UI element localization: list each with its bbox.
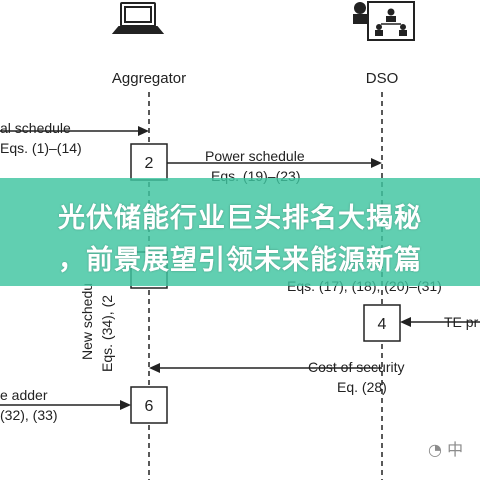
- te-label: TE pr: [444, 314, 479, 330]
- adder-arrowhead: [120, 400, 131, 410]
- left-schedule-eqs: Eqs. (1)–(14): [0, 140, 82, 156]
- cost-of-security-label: Cost of security: [308, 359, 404, 375]
- step-box-4: [363, 304, 401, 342]
- step-box-6: [130, 386, 168, 424]
- step-6-number: 6: [145, 398, 154, 415]
- banner-title-line-1: 光伏储能行业巨头排名大揭秘: [58, 203, 422, 234]
- adder-eqs: (32), (33): [0, 407, 58, 423]
- cost-of-security-arrowhead: [149, 363, 160, 373]
- left-schedule-arrowhead: [138, 126, 149, 136]
- power-schedule-arrowhead: [371, 158, 382, 168]
- watermark: ◔ 中: [428, 436, 463, 460]
- new-schedule-eqs: Eqs. (34), (2: [99, 295, 115, 372]
- power-schedule-label: Power schedule: [205, 148, 305, 164]
- aggregator-label: Aggregator: [112, 70, 186, 87]
- watermark-text: 中: [447, 440, 464, 459]
- cost-eq-label: Eq. (28): [337, 379, 387, 395]
- banner-title-line-2: ，前景展望引领未来能源新篇: [58, 245, 422, 276]
- left-schedule-label: al schedule: [0, 120, 71, 136]
- new-schedule-label: New schedu: [79, 283, 95, 360]
- step-box-2: [130, 143, 168, 181]
- dso-label: DSO: [366, 70, 399, 87]
- computer-icon: [111, 2, 165, 34]
- title-banner: 光伏储能行业巨头排名大揭秘 ，前景展望引领未来能源新篇: [0, 178, 480, 286]
- adder-label: e adder: [0, 387, 48, 403]
- te-arrowhead: [400, 317, 411, 327]
- organization-icon: [353, 1, 415, 41]
- wechat-icon: ◔: [428, 440, 442, 459]
- step-4-number: 4: [378, 316, 387, 333]
- step-2-number: 2: [145, 155, 154, 172]
